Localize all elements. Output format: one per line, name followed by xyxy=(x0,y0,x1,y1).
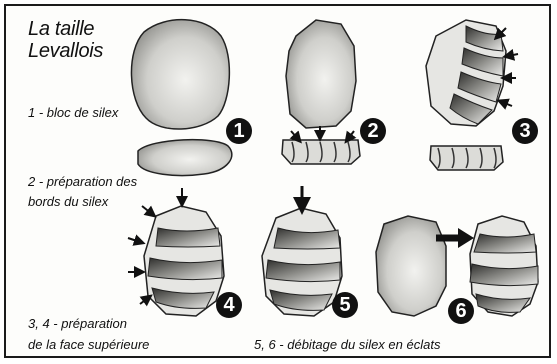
caption-step2-line2: bords du silex xyxy=(28,194,108,209)
caption-step2-line1: 2 - préparation des xyxy=(28,174,137,189)
figure-frame: La taille Levallois 1 - bloc de silex 2 … xyxy=(4,4,551,358)
step-number-1: 1 xyxy=(226,118,252,144)
upper-face-prep-side xyxy=(430,146,503,170)
core-step6 xyxy=(470,216,538,316)
prepared-edges-top xyxy=(286,20,356,128)
flint-block-top xyxy=(131,20,229,129)
core-step5 xyxy=(262,186,342,316)
step-number-5: 5 xyxy=(332,292,358,318)
caption-step56: 5, 6 - débitage du silex en éclats xyxy=(254,337,440,352)
caption-step34-line1: 3, 4 - préparation xyxy=(28,316,127,331)
caption-step34-line2: de la face supérieure xyxy=(28,337,149,352)
core-step4 xyxy=(128,188,224,316)
flake-step6 xyxy=(376,216,446,316)
flint-block-side xyxy=(138,140,232,176)
upper-face-prep-top xyxy=(426,20,518,126)
step-number-4: 4 xyxy=(216,292,242,318)
step-number-3: 3 xyxy=(512,118,538,144)
title-line2: Levallois xyxy=(28,40,103,63)
step-number-2: 2 xyxy=(360,118,386,144)
prepared-edges-side xyxy=(282,126,360,164)
caption-step1: 1 - bloc de silex xyxy=(28,105,118,120)
step-number-6: 6 xyxy=(448,298,474,324)
title-line1: La taille xyxy=(28,18,94,41)
